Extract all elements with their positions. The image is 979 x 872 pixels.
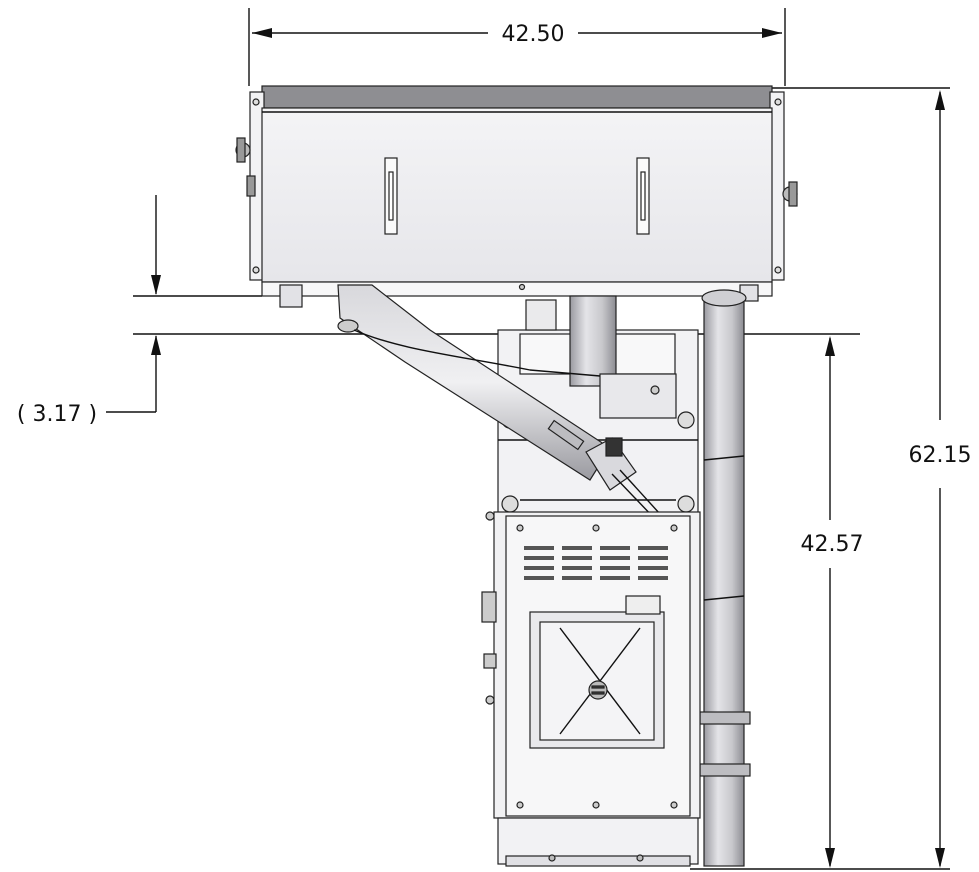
feed-hose — [337, 284, 661, 521]
vertical-pipe — [699, 289, 751, 867]
lower-height-dimension-label: 42.57 — [801, 532, 864, 557]
offset-dimension-label: ( 3.17 ) — [17, 402, 97, 427]
vent-grille — [524, 546, 668, 580]
hopper-box — [235, 85, 798, 308]
total-height-dimension-label: 62.15 — [909, 443, 972, 468]
width-dimension-label: 42.50 — [502, 22, 565, 47]
lower-cabinet — [481, 511, 701, 867]
